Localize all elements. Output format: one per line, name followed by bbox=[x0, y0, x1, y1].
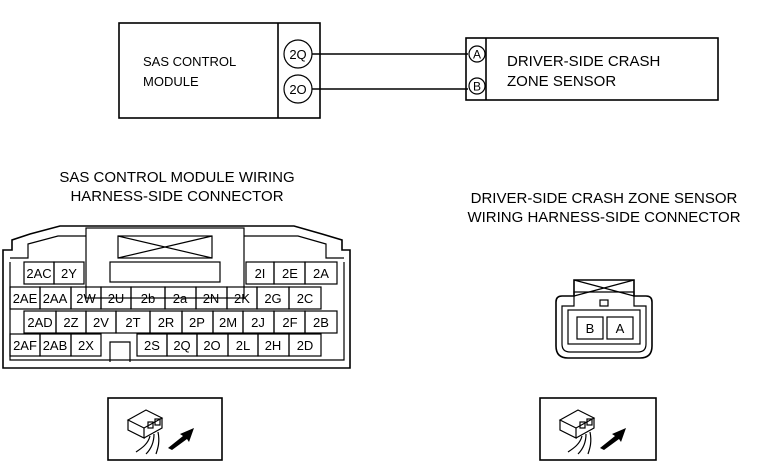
module-connector-title-line1: SAS CONTROL MODULE WIRING bbox=[59, 169, 294, 186]
cavity-2a: 2A bbox=[313, 266, 329, 281]
module-label-line2: MODULE bbox=[143, 74, 199, 89]
cavity-2aa: 2AA bbox=[43, 291, 68, 306]
sensor-label-line2: ZONE SENSOR bbox=[507, 73, 616, 90]
cavity-2p: 2P bbox=[189, 315, 205, 330]
sensor-connector-face: B A bbox=[555, 279, 653, 359]
cavity-2ac: 2AC bbox=[26, 266, 51, 281]
wires bbox=[312, 53, 468, 90]
cavity-2e: 2E bbox=[282, 266, 298, 281]
sas-control-module-box: SAS CONTROL MODULE 2Q 2O bbox=[118, 22, 321, 119]
cavity-2u: 2U bbox=[108, 291, 125, 306]
cavity-2b-lower: 2b bbox=[141, 291, 155, 306]
cavity-2d: 2D bbox=[297, 338, 314, 353]
cavity-2t: 2T bbox=[125, 315, 140, 330]
harness-connector-view-icon bbox=[539, 397, 657, 461]
cavity-2m: 2M bbox=[219, 315, 237, 330]
cavity-2g: 2G bbox=[264, 291, 281, 306]
module-pin-2q: 2Q bbox=[289, 47, 306, 62]
cavity-2s: 2S bbox=[144, 338, 160, 353]
cavity-2q: 2Q bbox=[173, 338, 190, 353]
cavity-2a-lower: 2a bbox=[173, 291, 188, 306]
sensor-cavity-b: B bbox=[586, 321, 595, 336]
cavity-2i: 2I bbox=[255, 266, 266, 281]
cavity-2k: 2K bbox=[234, 291, 250, 306]
cavity-2ab: 2AB bbox=[43, 338, 68, 353]
sensor-cavity-a: A bbox=[616, 321, 625, 336]
module-connector-face bbox=[2, 225, 351, 369]
cavity-2ae: 2AE bbox=[13, 291, 38, 306]
sensor-connector-title-line1: DRIVER-SIDE CRASH ZONE SENSOR bbox=[471, 190, 738, 207]
harness-connector-view-icon bbox=[107, 397, 223, 461]
cavity-2r: 2R bbox=[158, 315, 175, 330]
cavity-2ad: 2AD bbox=[27, 315, 52, 330]
sensor-connector-title-line2: WIRING HARNESS-SIDE CONNECTOR bbox=[467, 209, 740, 226]
cavity-2f: 2F bbox=[282, 315, 297, 330]
sensor-pin-a: A bbox=[473, 48, 481, 62]
sensor-label-line1: DRIVER-SIDE CRASH bbox=[507, 53, 660, 70]
cavity-2y: 2Y bbox=[61, 266, 77, 281]
cavity-2h: 2H bbox=[265, 338, 282, 353]
sensor-pin-b: B bbox=[473, 80, 481, 94]
module-connector-cavity-labels: 2AC 2Y 2I 2E 2A 2AE 2AA 2W 2U 2b 2a 2N 2… bbox=[13, 266, 330, 353]
cavity-2af: 2AF bbox=[13, 338, 37, 353]
cavity-2z: 2Z bbox=[63, 315, 78, 330]
module-pin-2o: 2O bbox=[289, 82, 306, 97]
cavity-2v: 2V bbox=[93, 315, 109, 330]
cavity-2b: 2B bbox=[313, 315, 329, 330]
cavity-2j: 2J bbox=[251, 315, 265, 330]
module-label-line1: SAS CONTROL bbox=[143, 54, 236, 69]
cavity-2w: 2W bbox=[76, 291, 96, 306]
cavity-2c: 2C bbox=[297, 291, 314, 306]
cavity-2l: 2L bbox=[236, 338, 250, 353]
cavity-2o: 2O bbox=[203, 338, 220, 353]
cavity-2n: 2N bbox=[203, 291, 220, 306]
cavity-2x: 2X bbox=[78, 338, 94, 353]
crash-zone-sensor-box: A B DRIVER-SIDE CRASH ZONE SENSOR bbox=[465, 37, 719, 101]
module-connector-title-line2: HARNESS-SIDE CONNECTOR bbox=[70, 188, 283, 205]
